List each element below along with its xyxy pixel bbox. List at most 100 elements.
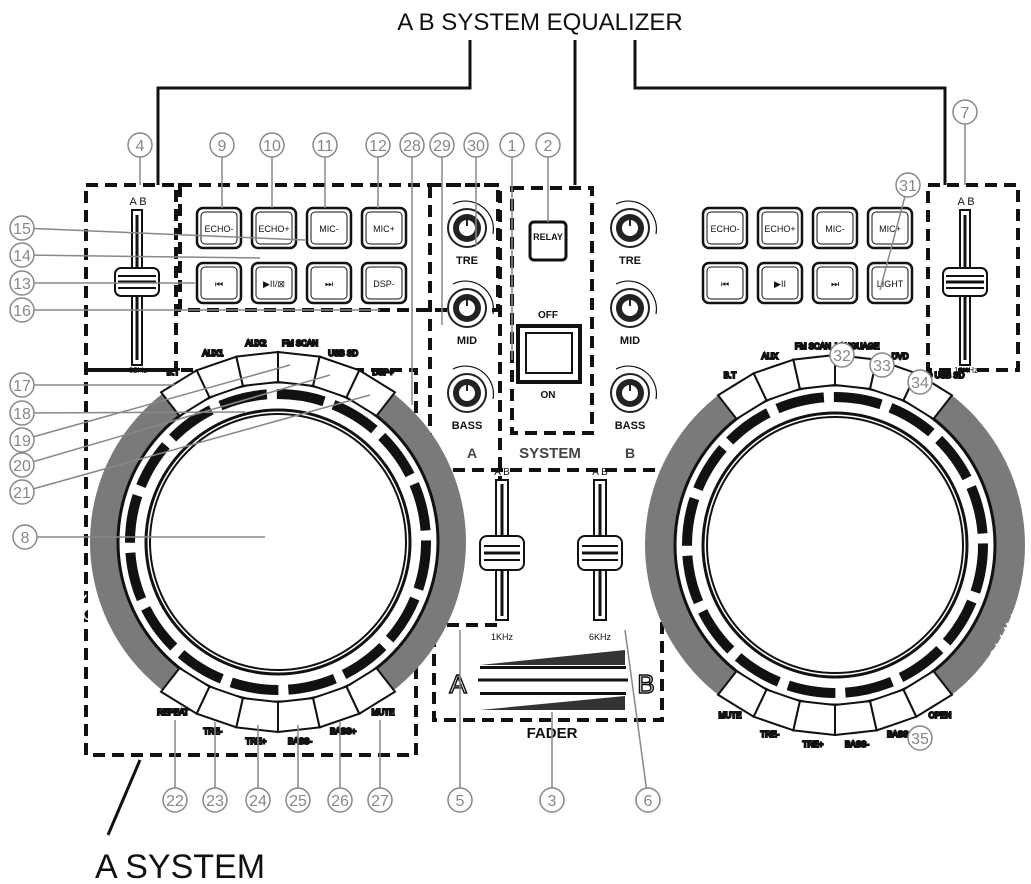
knob-b-mid[interactable]: MID [610, 280, 658, 347]
jog-wheel-b[interactable] [645, 355, 1025, 735]
deck-b-button-2-3[interactable]: ⏭ [811, 261, 859, 305]
deck-a-ring-button-ring_bottom-6[interactable]: MUTE [345, 666, 397, 718]
callout-number-34: 34 [911, 375, 929, 392]
a-system-label: A SYSTEM [95, 848, 265, 884]
callout-5: 5 [447, 787, 473, 813]
deck-b-ring-button-ring_bottom-4[interactable]: BASS- [834, 700, 878, 750]
callout-number-14: 14 [13, 248, 31, 265]
callout-20: 20 [9, 452, 35, 478]
callout-leader-14 [21, 254, 261, 259]
callout-number-7: 7 [961, 105, 970, 122]
callout-29: 29 [429, 132, 455, 158]
callout-24: 24 [245, 787, 271, 813]
deck-a-ring-button-ring_top-6[interactable]: DSP+ [345, 367, 397, 418]
mixer-fader-b[interactable]: A B 6KHz [577, 467, 623, 642]
deck-b-ring-button-ring_top-3[interactable]: FM SCAN [792, 341, 836, 390]
deck-b-ring-label-ring_bottom-6: OPEN [929, 711, 952, 720]
deck-b-button-2-2[interactable]: ▶II [756, 261, 804, 305]
callout-number-35: 35 [911, 731, 929, 748]
deck-a-button-2-1[interactable]: ⏮ [195, 261, 243, 305]
deck-b-button-1-3[interactable]: MIC- [811, 206, 859, 250]
callout-number-12: 12 [369, 138, 387, 155]
deck-b-ring-label-ring_top-2: AUX [762, 352, 779, 361]
fader-box [432, 468, 664, 722]
deck-b-ring-button-ring_bottom-3[interactable]: TRE+ [792, 700, 836, 750]
callout-9: 9 [209, 132, 235, 158]
knob-a-mid[interactable]: MID [447, 280, 495, 347]
callout-17: 17 [9, 372, 35, 398]
off-label: OFF [538, 310, 558, 321]
deck-b-ring-label-ring_top-4: LANGUAGE [835, 342, 879, 351]
deck-a-ring-label-ring_top-4: FM SCAN [282, 339, 318, 348]
mixer-fader-a[interactable]: A B 1KHz [479, 467, 525, 642]
deck-b-ring-label-ring_top-5: DVD [892, 352, 909, 361]
deck-b-button-1-2[interactable]: ECHO+ [756, 206, 804, 250]
callout-number-31: 31 [899, 178, 917, 195]
deck-a-button-1-4[interactable]: MIC+ [360, 206, 408, 250]
deck-b-ring-button-ring_bottom-6[interactable]: OPEN [902, 669, 954, 721]
deck-a-button-2-4[interactable]: DSP- [360, 261, 408, 305]
callout-27: 27 [367, 787, 393, 813]
title-connector-lines [156, 40, 947, 185]
deck-a-ring-label-ring_bottom-4: BASS- [288, 737, 312, 746]
callout-number-27: 27 [371, 793, 389, 810]
callout-6: 6 [635, 787, 661, 813]
callout-32: 32 [829, 342, 855, 368]
mixer-fader-a-freq: 1KHz [491, 632, 514, 642]
deck-a-button-label-2-4: DSP- [373, 279, 395, 289]
deck-b-button-2-1[interactable]: ⏮ [701, 261, 749, 305]
knob-b-label-0: TRE [619, 255, 641, 267]
callout-leader-18 [21, 411, 246, 414]
deck-a-ring-label-ring_bottom-5: BASS+ [330, 727, 356, 736]
knob-b-bass[interactable]: BASS [610, 365, 658, 432]
deck-b-button-1-4[interactable]: MIC+ [866, 206, 914, 250]
knob-a-tre[interactable]: TRE [447, 200, 495, 267]
crossfader[interactable]: A B [449, 650, 655, 710]
eq-slider-b[interactable]: A B 12KHz [942, 196, 988, 375]
callout-number-9: 9 [218, 138, 227, 155]
system-block: RELAY OFF ON [516, 220, 582, 401]
deck-a-button-1-3[interactable]: MIC- [305, 206, 353, 250]
deck-b-button-label-2-4: LIGHT [877, 279, 904, 289]
deck-a-button-2-2[interactable]: ▶II/⊠ [250, 261, 298, 305]
knob-b-label-2: BASS [615, 420, 646, 432]
callout-25: 25 [285, 787, 311, 813]
knob-a-label-1: MID [457, 335, 477, 347]
deck-b-ring-label-ring_bottom-2: TRE- [761, 730, 780, 739]
deck-b-button-label-1-4: MIC+ [879, 224, 901, 234]
knob-a-bass[interactable]: BASS [447, 365, 495, 432]
callout-leader-20 [21, 374, 331, 466]
jog-wheel-a[interactable] [90, 354, 466, 730]
on-label: ON [541, 390, 556, 401]
deck-b-button-label-1-1: ECHO- [711, 224, 740, 234]
diagram-title: A B SYSTEM EQUALIZER [397, 9, 682, 36]
deck-a-button-2-3[interactable]: ⏭ [305, 261, 353, 305]
knob-a-label-0: TRE [456, 255, 478, 267]
deck-a-ring-button-ring_bottom-3[interactable]: TRE+ [235, 697, 279, 747]
deck-b-button-2-4[interactable]: LIGHT [866, 261, 914, 305]
callout-18: 18 [9, 400, 35, 426]
deck-a-button-1-1[interactable]: ECHO- [195, 206, 243, 250]
callout-16: 16 [9, 297, 35, 323]
deck-b-button-1-1[interactable]: ECHO- [701, 206, 749, 250]
callout-leader-6 [624, 629, 649, 801]
callout-number-4: 4 [136, 138, 145, 155]
knob-column-a-box [428, 183, 502, 627]
deck-a-ring-label-ring_bottom-1: REPEAT [157, 708, 189, 717]
callout-26: 26 [327, 787, 353, 813]
callout-number-15: 15 [13, 221, 31, 238]
deck-a-button-1-2[interactable]: ECHO+ [250, 206, 298, 250]
callout-number-29: 29 [433, 138, 451, 155]
callout-number-2: 2 [544, 138, 553, 155]
callout-number-10: 10 [263, 138, 281, 155]
eq-slider-a[interactable]: A B 62Hz [114, 196, 160, 375]
knob-b-tre[interactable]: TRE [610, 200, 658, 267]
callout-number-30: 30 [467, 138, 485, 155]
deck-a-ring-button-ring_top-4[interactable]: FM SCAN [277, 338, 321, 387]
callout-leader-21 [21, 394, 371, 493]
deck-a-ring-button-ring_bottom-4[interactable]: BASS- [277, 697, 321, 747]
callout-number-21: 21 [13, 485, 31, 502]
deck-b-ring-label-ring_bottom-1: MUTE [719, 711, 742, 720]
callout-31: 31 [895, 172, 921, 198]
